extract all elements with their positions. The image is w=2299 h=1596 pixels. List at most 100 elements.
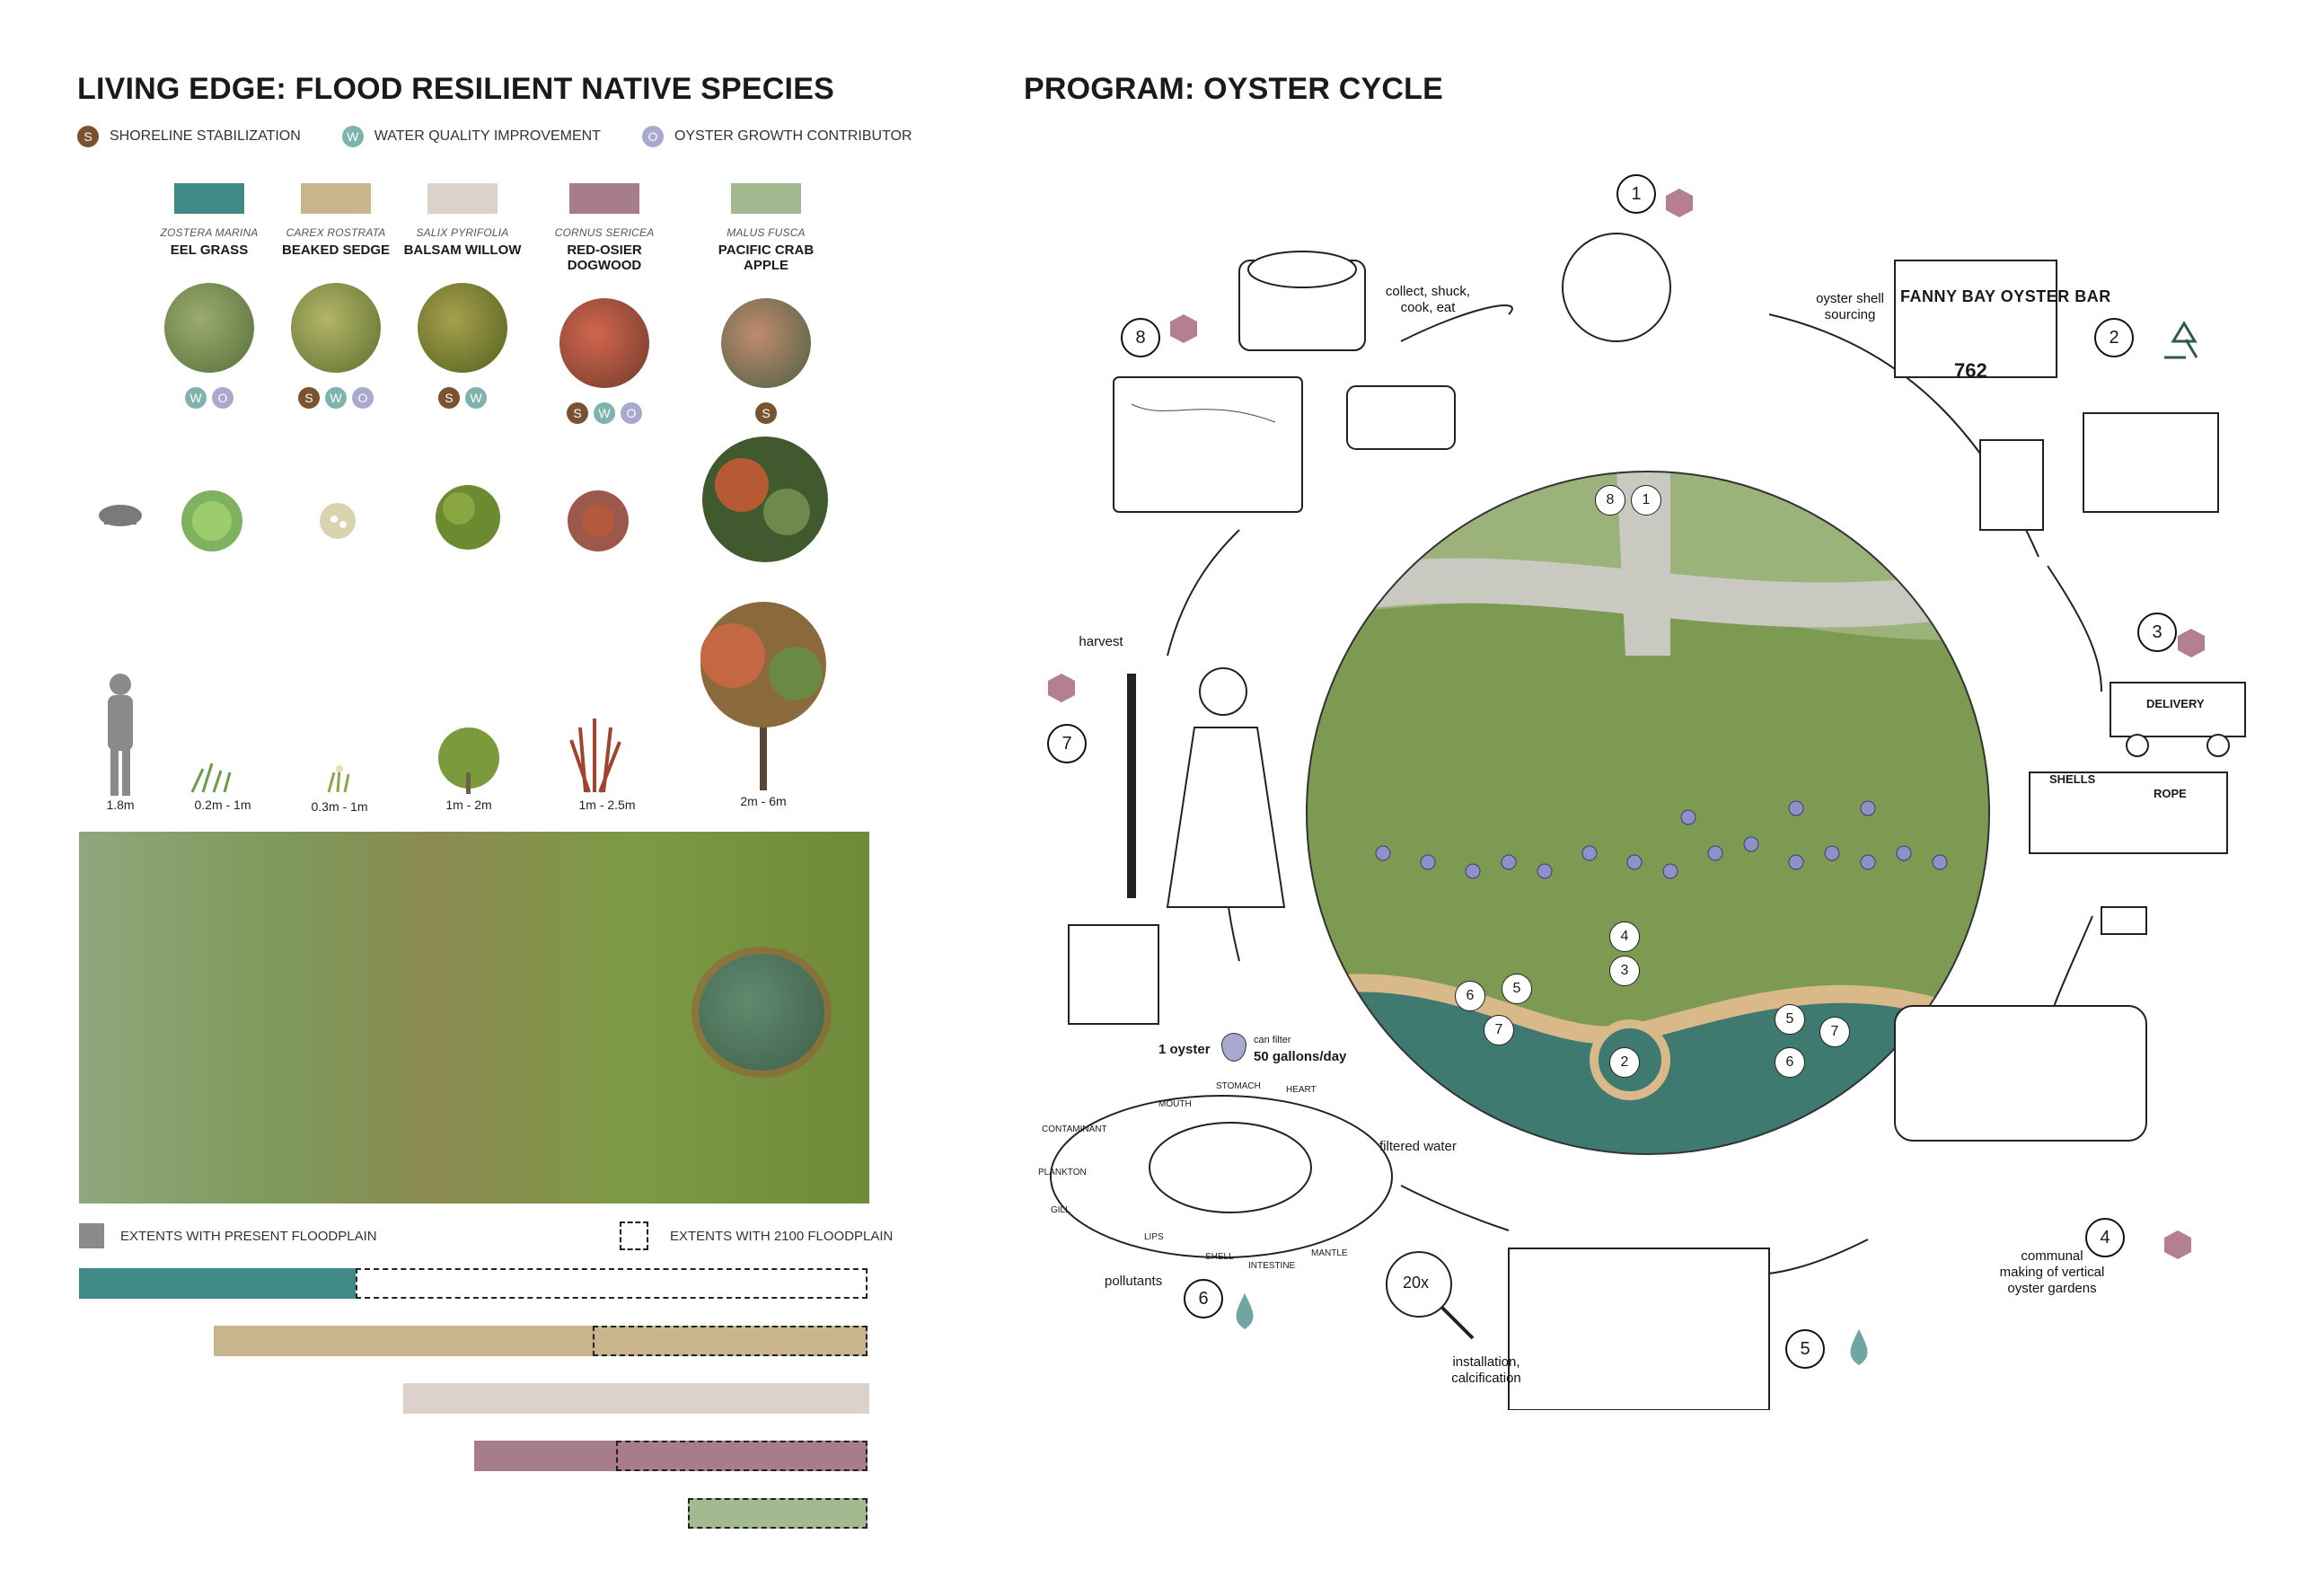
- oyster-bar-number: 762: [1954, 359, 1987, 382]
- shell-box-icon: [2083, 412, 2219, 513]
- crab-apple-plan-icon: [702, 436, 828, 562]
- species-swatch: [427, 183, 498, 214]
- present-floodplain-label: EXTENTS WITH PRESENT FLOODPLAIN: [120, 1229, 377, 1244]
- supply-crate-icon: [2029, 772, 2228, 854]
- oyster-icon: [1221, 1033, 1246, 1062]
- drill-icon: [2101, 906, 2147, 935]
- species-photo: [559, 298, 649, 388]
- dogwood-elevation-icon: [569, 719, 621, 793]
- eating-oysters-icon: [1562, 233, 1671, 342]
- oyster-anatomy-icon: [1050, 1095, 1393, 1258]
- legend-water: W WATER QUALITY IMPROVEMENT: [341, 126, 601, 147]
- species-eel-grass: ZOSTERA MARINA EEL GRASS W O: [142, 183, 277, 409]
- oyster-badge-icon: O: [212, 387, 233, 409]
- legend-label: OYSTER GROWTH CONTRIBUTOR: [674, 128, 912, 144]
- anatomy-heart: HEART: [1286, 1085, 1317, 1095]
- sedge-plan-icon: [320, 503, 356, 539]
- anatomy-mouth: MOUTH: [1158, 1099, 1192, 1109]
- crab-apple-canopy: [699, 954, 824, 1071]
- oyster-count-label: 1 oyster: [1158, 1042, 1211, 1057]
- species-latin: CORNUS SERICEA: [554, 226, 655, 239]
- hex-badge-icon: [2178, 629, 2205, 657]
- anatomy-plankton: PLANKTON: [1038, 1168, 1087, 1177]
- water-drop-icon: [1236, 1293, 1254, 1329]
- water-badge-icon: W: [341, 126, 364, 147]
- anatomy-mantle: MANTLE: [1311, 1248, 1348, 1258]
- step-8-marker: 8: [1121, 318, 1160, 357]
- hex-badge-icon: [1170, 314, 1197, 343]
- extent-bar-present: [79, 1268, 356, 1299]
- hex-badge-icon: [1666, 189, 1693, 217]
- magnifier-icon: [1386, 1251, 1475, 1340]
- water-badge-icon: W: [594, 402, 615, 424]
- legend-label: SHORELINE STABILIZATION: [110, 128, 301, 144]
- water-badge-icon: W: [185, 387, 207, 409]
- species-latin: ZOSTERA MARINA: [160, 226, 259, 239]
- species-beaked-sedge: CAREX ROSTRATA BEAKED SEDGE S W O: [269, 183, 403, 409]
- species-badges: S W O: [269, 387, 403, 409]
- willow-height: 1m - 2m: [445, 798, 492, 812]
- sedge-height: 0.3m - 1m: [311, 799, 368, 814]
- crab-apple-height: 2m - 6m: [740, 794, 787, 808]
- oyster-badge-icon: O: [621, 402, 642, 424]
- anatomy-intestine: INTESTINE: [1248, 1261, 1296, 1271]
- benefit-legend: S SHORELINE STABILIZATION W WATER QUALIT…: [77, 126, 912, 147]
- site-step-5a: 5: [1502, 974, 1532, 1004]
- future-floodplain-label: EXTENTS WITH 2100 FLOODPLAIN: [670, 1229, 894, 1244]
- species-common: RED-OSIER DOGWOOD: [567, 242, 642, 273]
- species-latin: SALIX PYRIFOLIA: [416, 226, 509, 239]
- legend-oyster: O OYSTER GROWTH CONTRIBUTOR: [641, 126, 912, 147]
- right-title: PROGRAM: OYSTER CYCLE: [1024, 72, 1444, 106]
- hex-badge-icon: [2164, 1230, 2191, 1259]
- extent-bar-future: [687, 1498, 868, 1529]
- step-5-caption: installation, calcification: [1451, 1354, 1521, 1386]
- step-2-marker: 2: [2094, 318, 2134, 357]
- site-step-5b: 5: [1775, 1004, 1805, 1035]
- species-badges: S W: [395, 387, 530, 409]
- oyster-bar-storefront-icon: [1894, 260, 2057, 378]
- water-drop-icon: [1850, 1329, 1868, 1365]
- eel-grass-elevation-icon: [190, 763, 232, 793]
- dock-rail-icon: [1068, 924, 1159, 1025]
- species-common: EEL GRASS: [170, 242, 249, 258]
- species-pacific-crab-apple: MALUS FUSCA PACIFIC CRAB APPLE S: [699, 183, 833, 424]
- crate-label-shells: SHELLS: [2049, 772, 2096, 786]
- species-badges: W O: [142, 387, 277, 409]
- extent-bar-present: [213, 1326, 593, 1356]
- present-floodplain-swatch: [79, 1223, 104, 1248]
- sedge-elevation-icon: [327, 765, 350, 793]
- water-badge-icon: W: [465, 387, 487, 409]
- species-common: PACIFIC CRAB APPLE: [718, 242, 815, 273]
- species-red-osier-dogwood: CORNUS SERICEA RED-OSIER DOGWOOD S W O: [537, 183, 672, 424]
- oyster-pins: [1375, 800, 1948, 879]
- legend-shoreline: S SHORELINE STABILIZATION: [77, 126, 301, 147]
- extent-bar-present: [402, 1383, 869, 1414]
- site-step-7b: 7: [1819, 1017, 1850, 1047]
- person-height-label: 1.8m: [106, 798, 135, 812]
- site-step-6a: 6: [1455, 981, 1485, 1011]
- future-floodplain-swatch: [620, 1221, 648, 1250]
- species-common: BALSAM WILLOW: [403, 242, 522, 258]
- hex-badge-icon: [1048, 674, 1075, 702]
- anatomy-shell: SHELL: [1205, 1252, 1234, 1262]
- aerial-planting-image: [79, 832, 869, 1204]
- step-7-caption: harvest: [1079, 634, 1123, 649]
- oyster-bar-sign: FANNY BAY OYSTER BAR: [1900, 287, 2111, 305]
- species-photo: [721, 298, 811, 388]
- step-2-caption: oyster shell sourcing: [1816, 291, 1884, 322]
- site-step-3: 3: [1609, 956, 1640, 986]
- species-swatch: [731, 183, 801, 214]
- filter-rate-label: 50 gallons/day: [1254, 1049, 1347, 1064]
- step-3-marker: 3: [2137, 613, 2177, 652]
- step-4-caption: communal making of vertical oyster garde…: [1999, 1248, 2105, 1296]
- filtered-water-label: filtered water: [1379, 1139, 1457, 1154]
- site-step-7a: 7: [1484, 1015, 1514, 1045]
- species-latin: CAREX ROSTRATA: [286, 226, 386, 239]
- shoreline-badge-icon: S: [298, 387, 320, 409]
- species-photo: [418, 283, 507, 373]
- grill-icon: [1238, 251, 1366, 351]
- bench-icon: [99, 505, 142, 526]
- step-5-marker: 5: [1785, 1329, 1825, 1369]
- left-title: LIVING EDGE: FLOOD RESILIENT NATIVE SPEC…: [77, 72, 834, 106]
- crate-label-rope: ROPE: [2154, 787, 2187, 800]
